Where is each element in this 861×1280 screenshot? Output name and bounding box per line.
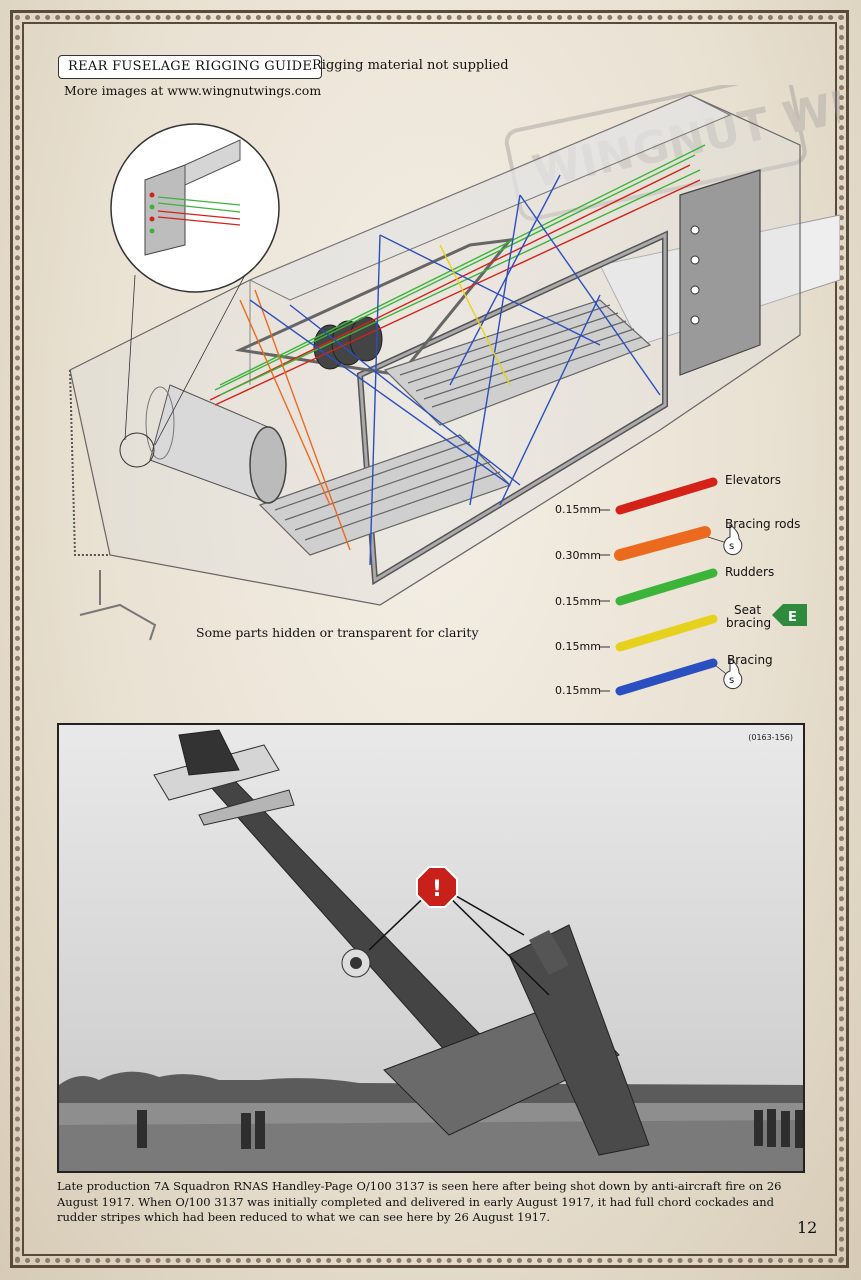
page-frame-outer	[10, 10, 849, 1268]
legend-size-bracing: 0.15mm	[555, 684, 601, 697]
svg-text:s: s	[729, 541, 734, 552]
legend-rudders-label: Rudders	[725, 565, 775, 579]
rigging-note: Rigging material not supplied	[312, 58, 509, 73]
page-frame-pattern	[15, 15, 844, 1263]
warning-icon	[416, 866, 458, 908]
clarity-note: Some parts hidden or transparent for cla…	[196, 625, 479, 640]
floor-grating	[258, 299, 652, 556]
photo-caption: Late production 7A Squadron RNAS Handley…	[57, 1179, 782, 1224]
historical-photo: ! (0163-156)	[57, 723, 805, 1173]
bracing-rod	[615, 658, 718, 696]
legend-size-seat-bracing: 0.15mm	[555, 640, 601, 653]
crashed-aircraft-image: !	[59, 725, 803, 1171]
e-badge-icon	[772, 604, 807, 626]
gun-ring-tube	[145, 384, 287, 504]
svg-text:s: s	[729, 675, 734, 686]
seat-bracing-rod	[615, 614, 718, 652]
elevators-rod	[615, 477, 718, 515]
legend-seat-label: Seat	[734, 603, 762, 617]
lower-strut	[79, 603, 157, 641]
s-badge-icon	[723, 524, 743, 556]
detail-magnifier	[110, 123, 280, 468]
legend-size-elevators: 0.15mm	[555, 503, 601, 516]
rudders-rod	[615, 568, 718, 606]
legend-elevators-label: Elevators	[725, 473, 781, 487]
legend-bracing-rods-label: Bracing rods	[725, 517, 801, 531]
page-frame-inner	[22, 22, 837, 1256]
legend-bracing-label: Bracing	[727, 653, 773, 667]
page-title: REAR FUSELAGE RIGGING GUIDE	[58, 55, 323, 79]
legend-size-rudders: 0.15mm	[555, 595, 601, 608]
photo-id: (0163-156)	[748, 733, 793, 742]
svg-text:!: !	[432, 877, 442, 902]
rear-bulkhead	[679, 169, 761, 376]
page-number: 12	[797, 1218, 818, 1237]
svg-text:E: E	[788, 610, 797, 625]
legend-size-bracing-rods: 0.30mm	[555, 549, 601, 562]
rigging-diagram: WINGNUT WINGS	[69, 85, 840, 696]
legend-rods: s s E	[600, 477, 807, 696]
rigging-lines	[209, 144, 706, 566]
fuselage-serrated-edge	[69, 369, 110, 556]
onlookers	[137, 1109, 803, 1149]
bracing-rods-rod	[614, 526, 711, 561]
website-link[interactable]: More images at www.wingnutwings.com	[64, 83, 322, 98]
s-badge-icon	[723, 658, 743, 690]
legend-seat-bracing-label: bracing	[726, 616, 772, 630]
